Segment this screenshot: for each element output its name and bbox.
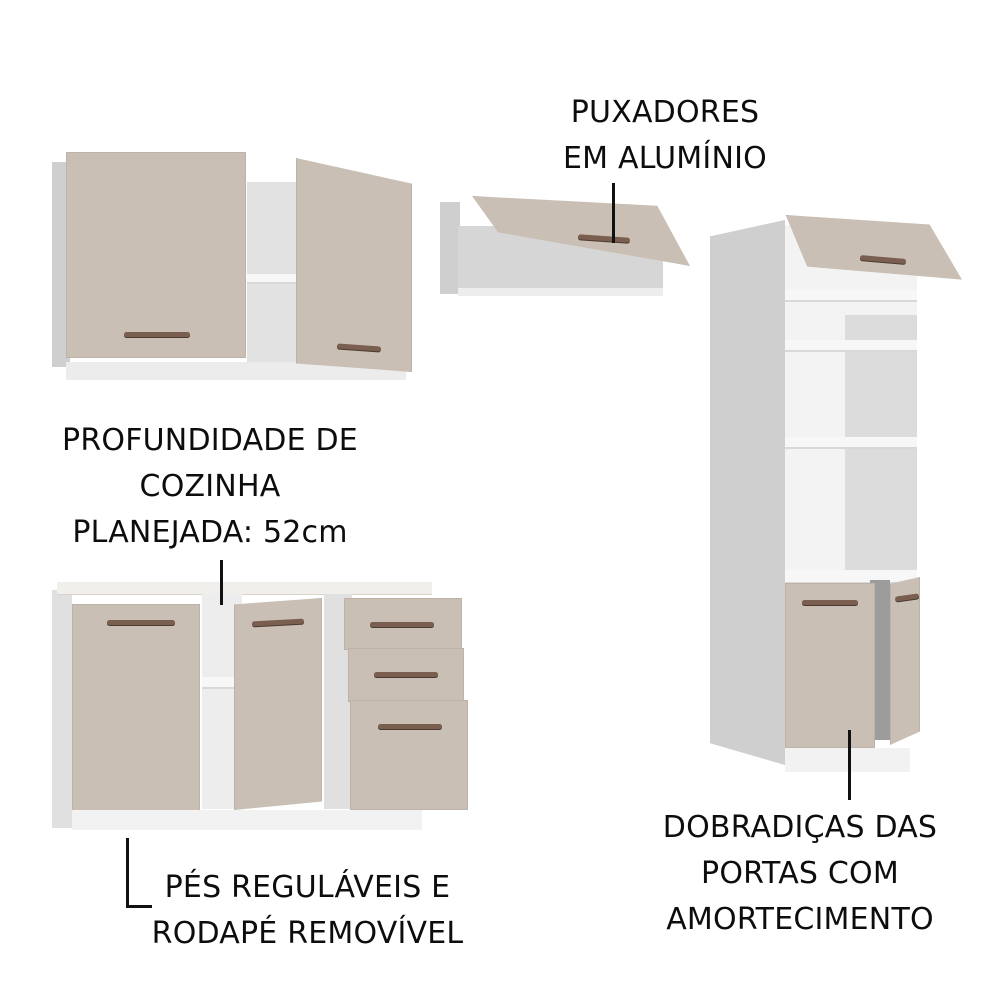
base-door-middle-open [234, 598, 322, 810]
annotation-hinges-line3: AMORTECIMENTO [666, 902, 934, 937]
tower-door-left [785, 583, 875, 748]
annotation-handles-line2: EM ALUMÍNIO [563, 141, 767, 176]
tower-shelf [785, 290, 917, 302]
wall-cabinet-2-doors [52, 152, 412, 382]
annotation-hinges-line1: DOBRADIÇAS DAS [662, 810, 938, 845]
annotation-hinges: DOBRADIÇAS DAS PORTAS COM AMORTECIMENTO [640, 805, 960, 943]
annotation-depth-line2: COZINHA [139, 469, 281, 504]
door-handle [124, 332, 190, 337]
tower-door-right-open [890, 577, 920, 745]
annotation-handles: PUXADORES EM ALUMÍNIO [535, 90, 795, 182]
tower-lower-interior [870, 580, 890, 740]
base-cabinet [52, 582, 472, 832]
annotation-handles-line1: PUXADORES [570, 95, 760, 130]
cabinet-shelf [247, 274, 297, 284]
cabinet-interior [247, 182, 297, 362]
pointer-line-feet-vertical [126, 838, 129, 908]
annotation-depth-line3: PLANEJADA: 52cm [72, 515, 348, 550]
door-handle [802, 600, 858, 605]
drawer-bottom [350, 700, 468, 810]
cabinet-side-panel [440, 202, 460, 294]
pointer-line-hinges [848, 730, 851, 800]
wall-cabinet-flip-up [440, 196, 690, 301]
tower-shelf [785, 570, 917, 584]
annotation-depth-line1: PROFUNDIDADE DE [62, 423, 358, 458]
base-door-left [72, 604, 200, 816]
drawer-handle [378, 724, 442, 729]
base-plinth [72, 810, 422, 830]
tower-cabinet-oven [710, 215, 965, 775]
pointer-line-feet-horizontal [126, 905, 152, 908]
door-handle [107, 620, 175, 625]
tower-shelf [785, 340, 917, 352]
pointer-line-handles [612, 183, 615, 243]
tower-side-panel [710, 220, 785, 765]
cabinet-door-right-open [296, 158, 412, 372]
cabinet-body [66, 362, 406, 380]
base-shelf [202, 677, 242, 689]
annotation-depth: PROFUNDIDADE DE COZINHA PLANEJADA: 52cm [40, 418, 380, 556]
base-side-panel [52, 590, 72, 828]
cabinet-bottom [458, 288, 663, 296]
annotation-feet-line1: PÉS REGULÁVEIS E [164, 870, 451, 905]
tower-shelf [785, 437, 917, 449]
base-countertop-edge [57, 582, 432, 595]
tower-plinth [785, 748, 910, 772]
pointer-line-depth [220, 560, 223, 605]
cabinet-side-panel [52, 162, 70, 367]
cabinet-door-left [66, 152, 246, 358]
drawer-handle [370, 622, 434, 627]
annotation-hinges-line2: PORTAS COM [701, 856, 899, 891]
drawer-handle [374, 672, 438, 677]
annotation-feet: PÉS REGULÁVEIS E RODAPÉ REMOVÍVEL [140, 865, 475, 957]
annotation-feet-line2: RODAPÉ REMOVÍVEL [151, 916, 464, 951]
